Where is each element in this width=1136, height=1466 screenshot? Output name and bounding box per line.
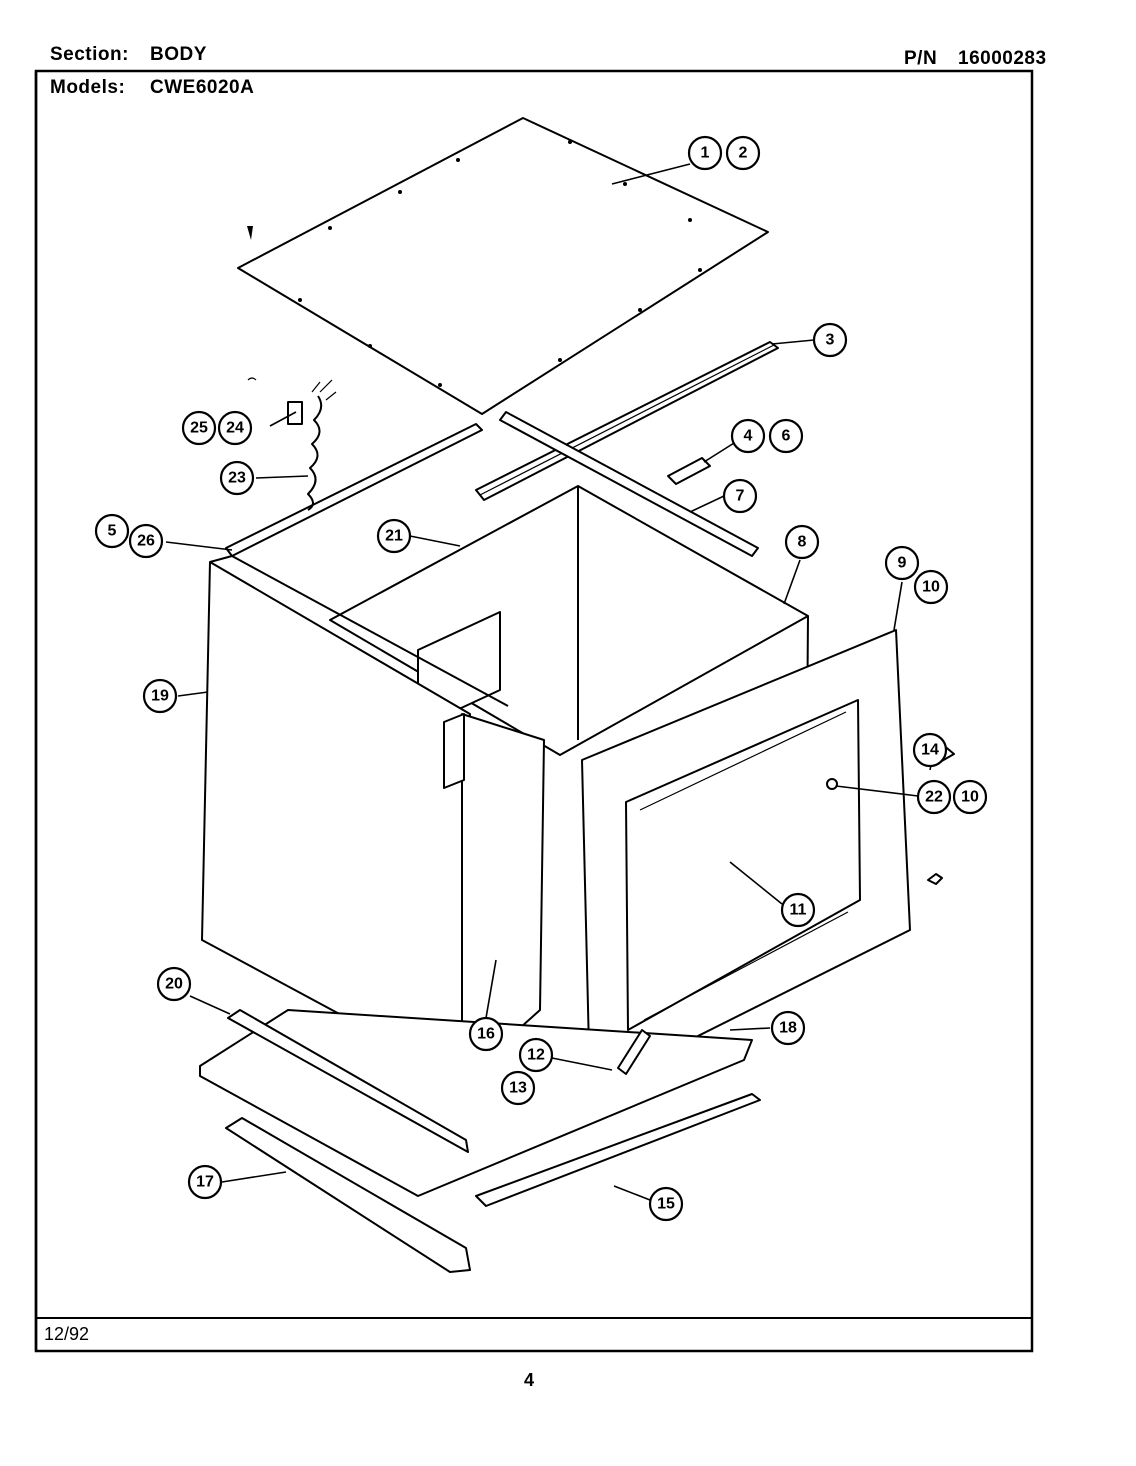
callout-12: 12 — [518, 1037, 554, 1073]
callout-18: 18 — [770, 1010, 806, 1046]
callout-3: 3 — [812, 322, 848, 358]
section-label: Section: — [50, 44, 129, 65]
callout-16: 16 — [468, 1016, 504, 1052]
callout-8: 8 — [784, 524, 820, 560]
callout-24: 24 — [217, 410, 253, 446]
callout-6: 6 — [768, 418, 804, 454]
callout-10-bottom-label: 10 — [961, 789, 979, 806]
callout-26-label: 26 — [137, 533, 155, 550]
base-pan — [199, 1009, 753, 1197]
left-bottom-rail — [225, 1117, 471, 1273]
power-cord — [307, 395, 323, 511]
callout-9-label: 9 — [898, 555, 907, 572]
top-panel — [237, 117, 769, 415]
callout-6-label: 6 — [782, 428, 791, 445]
callout-7: 7 — [722, 478, 758, 514]
callout-22: 22 — [916, 779, 952, 815]
rear-bottom-channel — [227, 1009, 469, 1153]
callout-10-bottom: 10 — [952, 779, 988, 815]
part-number-label: P/N — [904, 48, 938, 69]
callout-10-top: 10 — [913, 569, 949, 605]
left-top-rail — [225, 423, 483, 557]
callout-25-label: 25 — [190, 420, 208, 437]
callout-17-label: 17 — [196, 1174, 214, 1191]
callout-4: 4 — [730, 418, 766, 454]
callout-14-label: 14 — [921, 742, 939, 759]
heat-shield — [667, 457, 711, 485]
callout-19-label: 19 — [151, 688, 169, 705]
callout-22-label: 22 — [925, 789, 943, 806]
callout-23: 23 — [219, 460, 255, 496]
callout-26: 26 — [128, 523, 164, 559]
callout-14: 14 — [912, 732, 948, 768]
callout-15-label: 15 — [657, 1196, 675, 1213]
callout-5-label: 5 — [108, 523, 117, 540]
callout-1-label: 1 — [701, 145, 710, 162]
callout-7-label: 7 — [736, 488, 745, 505]
callout-17: 17 — [187, 1164, 223, 1200]
part-number-value: 16000283 — [958, 48, 1047, 69]
callout-11-label: 11 — [790, 902, 807, 919]
right-top-rail — [499, 411, 759, 557]
callout-19: 19 — [142, 678, 178, 714]
front-partition — [461, 713, 545, 1081]
callout-20-label: 20 — [165, 976, 183, 993]
callout-23-label: 23 — [228, 470, 246, 487]
callout-2-label: 2 — [739, 145, 748, 162]
revision-date: 12/92 — [44, 1324, 90, 1344]
callout-21-label: 21 — [385, 528, 403, 545]
callout-13-label: 13 — [509, 1080, 527, 1097]
callout-25: 25 — [181, 410, 217, 446]
callout-13: 13 — [500, 1070, 536, 1106]
front-frame-opening — [625, 699, 861, 1031]
screw — [927, 873, 943, 885]
callout-21: 21 — [376, 518, 412, 554]
models-value: CWE6020A — [150, 77, 255, 98]
callout-10-top-label: 10 — [922, 579, 940, 596]
page-number: 4 — [524, 1370, 535, 1390]
callout-18-label: 18 — [779, 1020, 797, 1037]
callout-5: 5 — [94, 513, 130, 549]
section-value: BODY — [150, 44, 207, 65]
callout-2: 2 — [725, 135, 761, 171]
callout-11: 11 — [780, 892, 816, 928]
callout-24-label: 24 — [226, 420, 244, 437]
front-bottom-rail — [475, 1093, 761, 1207]
callout-8-label: 8 — [798, 534, 807, 551]
callout-1: 1 — [687, 135, 723, 171]
small-clip — [247, 377, 257, 381]
callout-20: 20 — [156, 966, 192, 1002]
callout-9: 9 — [884, 545, 920, 581]
nut — [826, 778, 838, 790]
models-label: Models: — [50, 77, 126, 98]
callout-3-label: 3 — [826, 332, 835, 349]
loose-screw — [247, 226, 253, 240]
callout-4-label: 4 — [744, 428, 753, 445]
callout-15: 15 — [648, 1186, 684, 1222]
callout-12-label: 12 — [527, 1047, 545, 1064]
callout-16-label: 16 — [477, 1026, 495, 1043]
hinge-bracket — [617, 1029, 651, 1075]
top-panel-screws — [298, 140, 702, 387]
